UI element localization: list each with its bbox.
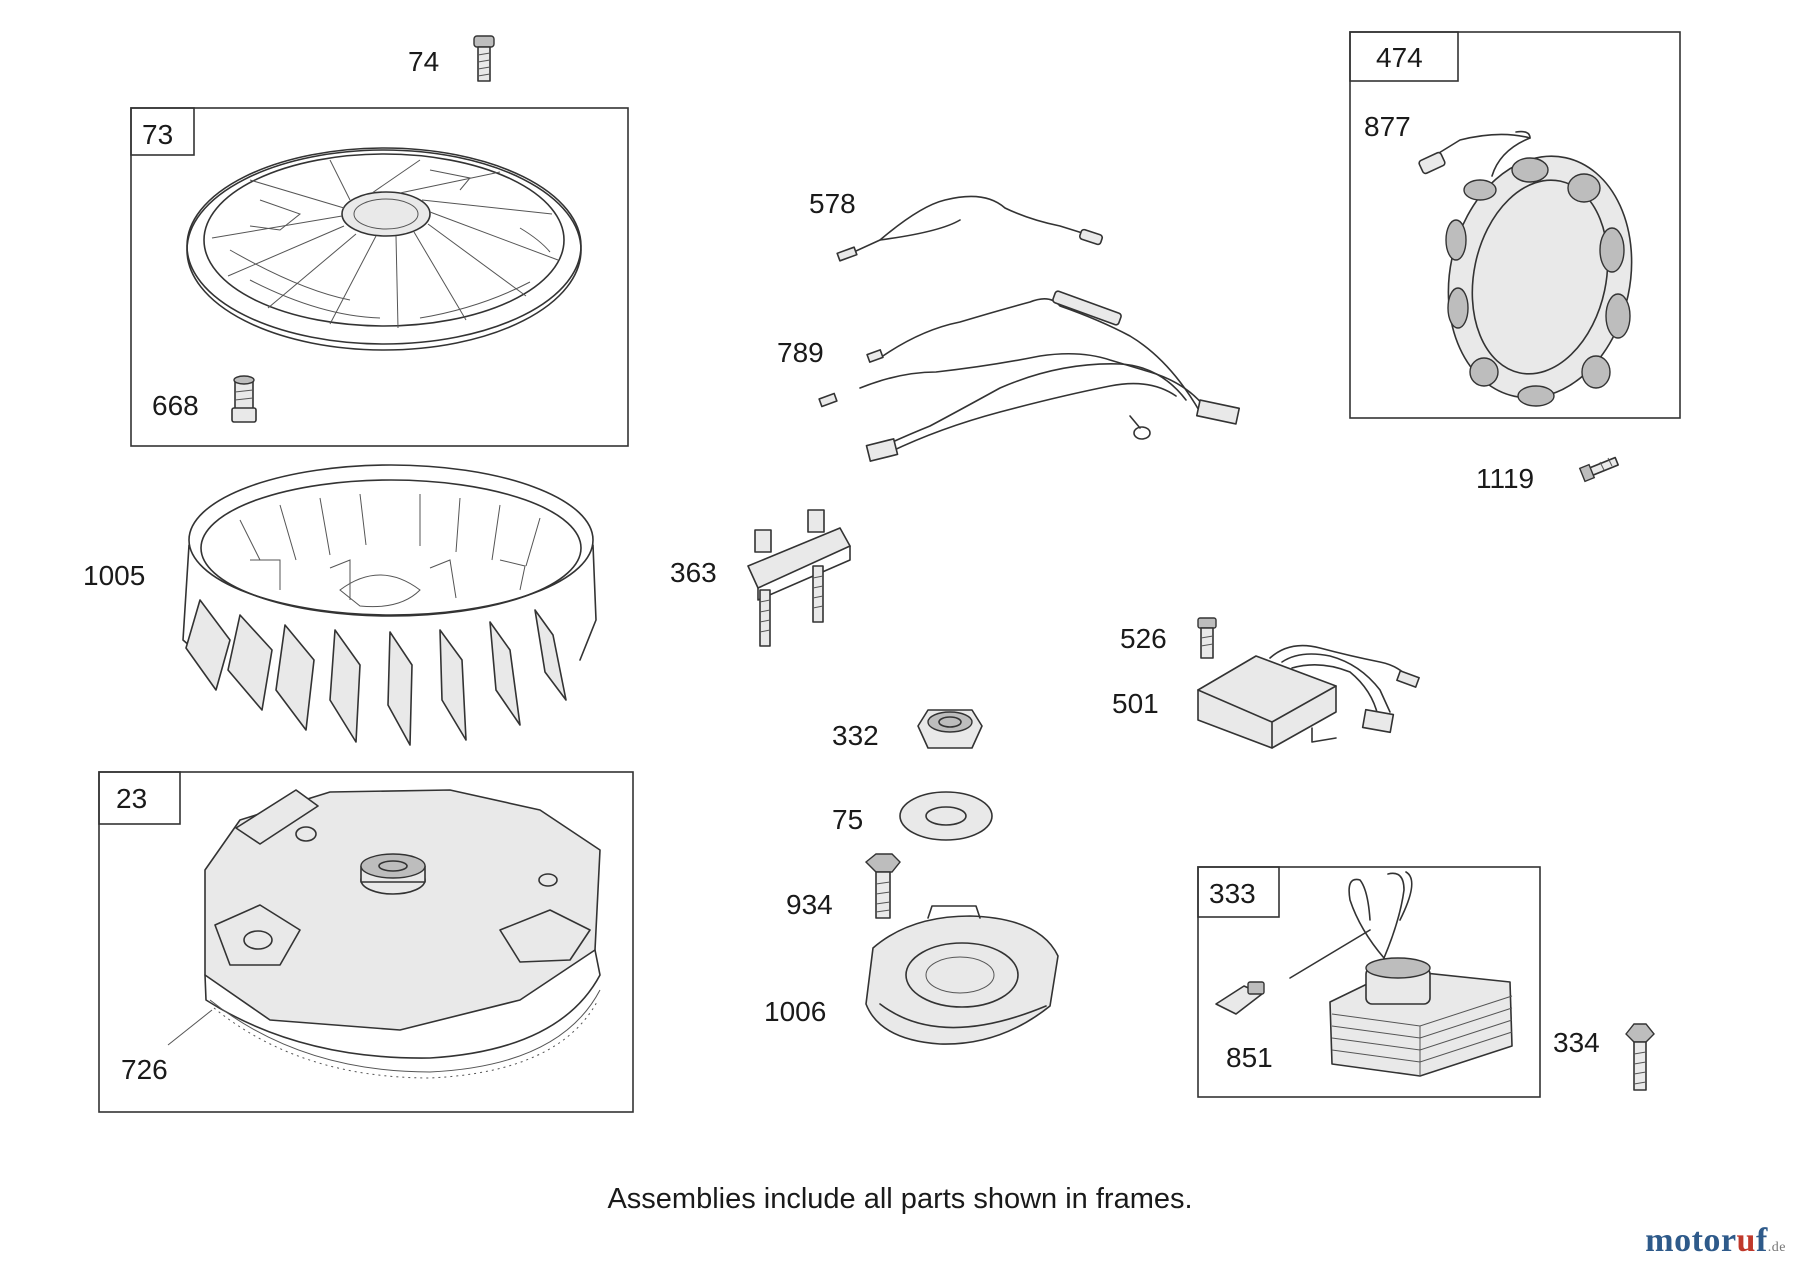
screw-1119-icon	[1578, 456, 1619, 483]
bolt-74-icon	[473, 35, 495, 82]
connector-877-icon	[1418, 151, 1446, 175]
label-501: 501	[1112, 688, 1159, 719]
label-332: 332	[832, 720, 879, 751]
screw-668-icon	[231, 375, 257, 423]
wire-578-icon	[836, 195, 1104, 262]
label-526: 526	[1120, 623, 1167, 654]
wire-harness-789-icon	[818, 290, 1241, 462]
label-363: 363	[670, 557, 717, 588]
label-934: 934	[786, 889, 833, 920]
label-333: 333	[1209, 878, 1256, 909]
bolt-934-icon	[864, 853, 901, 919]
caption: Assemblies include all parts shown in fr…	[607, 1183, 1193, 1215]
label-73: 73	[142, 119, 173, 150]
washer-75-icon	[899, 791, 993, 841]
label-75: 75	[832, 804, 863, 835]
label-789: 789	[777, 337, 824, 368]
leader-726	[167, 1009, 213, 1046]
label-668: 668	[152, 390, 199, 421]
ignition-module-333-icon	[1215, 871, 1513, 1077]
frame-23	[98, 771, 634, 1113]
bracket-363-icon	[747, 509, 851, 647]
fan-1005-icon	[182, 464, 597, 746]
label-877: 877	[1364, 111, 1411, 142]
flywheel-23-icon	[204, 789, 601, 1079]
label-474: 474	[1376, 42, 1423, 73]
frame-333	[1197, 866, 1541, 1098]
label-578: 578	[809, 188, 856, 219]
frame-73	[130, 107, 629, 447]
retainer-1006-icon	[865, 905, 1059, 1045]
screw-526-icon	[1197, 617, 1217, 659]
label-334: 334	[1553, 1027, 1600, 1058]
frame-474	[1349, 31, 1681, 419]
bolt-334-icon	[1625, 1023, 1655, 1091]
regulator-501-icon	[1197, 644, 1420, 749]
label-1119: 1119	[1476, 463, 1534, 494]
label-1006: 1006	[764, 996, 826, 1027]
label-851: 851	[1226, 1042, 1273, 1073]
blower-screen-73-icon	[186, 147, 582, 351]
watermark-logo: motoruf.de	[1645, 1222, 1786, 1259]
label-726: 726	[121, 1054, 168, 1085]
label-1005: 1005	[83, 560, 145, 591]
stator-474-icon	[1433, 130, 1633, 407]
nut-332-icon	[917, 709, 983, 749]
label-74: 74	[408, 46, 439, 77]
label-23: 23	[116, 783, 147, 814]
